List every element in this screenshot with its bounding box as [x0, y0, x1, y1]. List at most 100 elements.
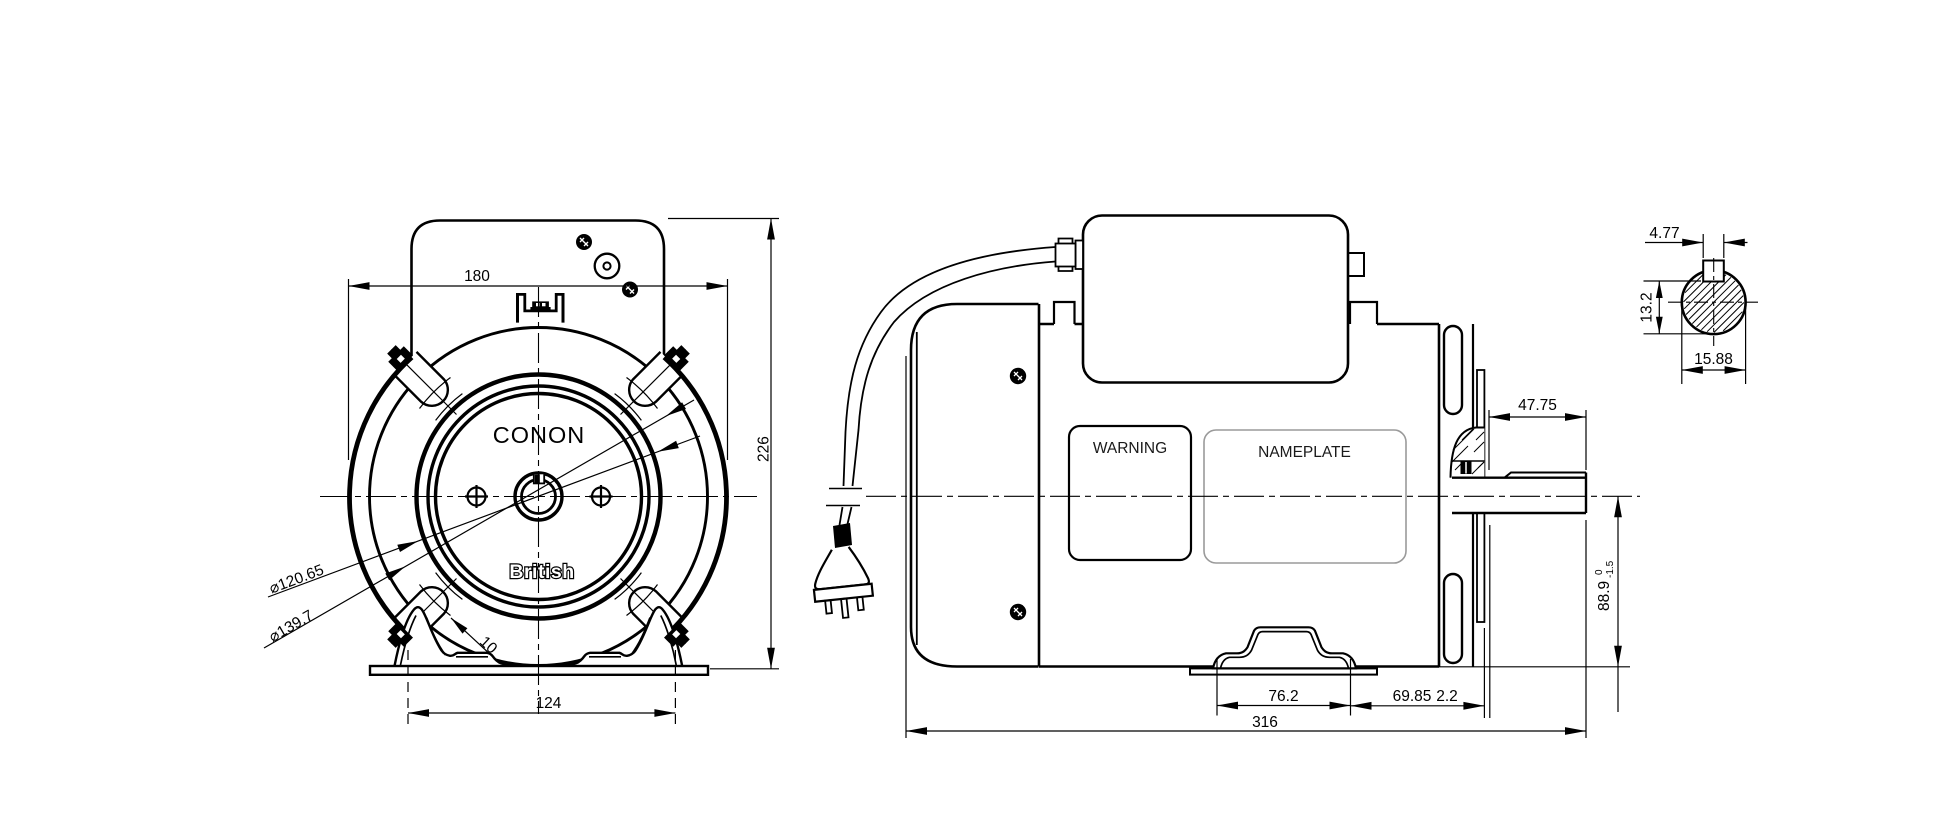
side-foot-hump-sheet — [1219, 630, 1350, 669]
drawing-path — [1439, 496, 1630, 712]
dim-226: 226 — [756, 436, 773, 462]
side-vent-slot-bottom — [1442, 572, 1464, 665]
centerlines — [320, 258, 1758, 714]
drawing-path — [905, 356, 1587, 738]
drawing-line — [1706, 295, 1744, 333]
side-shaft-fill — [1452, 478, 1586, 513]
front-lug-bolt — [387, 345, 413, 371]
front-box-screw — [576, 234, 592, 250]
drawing-group — [1614, 496, 1622, 667]
drawing-rect — [840, 597, 850, 619]
drawing-path — [1645, 234, 1748, 258]
side-plug — [812, 546, 875, 619]
drawing-rect — [387, 634, 401, 648]
side-box-pedestal-right — [1348, 300, 1379, 324]
drawing-path — [614, 572, 642, 600]
side-box-tab — [1347, 252, 1365, 277]
drawing-group — [1489, 413, 1586, 421]
front-lug-bolt — [387, 622, 413, 648]
drawing-rect — [536, 303, 540, 307]
side-cable-break — [826, 487, 862, 507]
drawing-rect — [396, 630, 405, 639]
dim-15-88: 15.88 — [1694, 351, 1733, 368]
drawing-group — [1217, 701, 1351, 710]
dim-arrow — [1682, 238, 1704, 247]
side-gland-inner — [1074, 239, 1084, 270]
drawing-line — [1713, 302, 1745, 333]
dim-arrow — [1724, 366, 1746, 374]
dimensions — [263, 217, 1748, 738]
drawing-path — [626, 377, 658, 409]
dim-arrow — [348, 282, 370, 290]
drawing-line — [1722, 311, 1743, 332]
dim-arrow — [1350, 701, 1372, 710]
drawing-path — [579, 237, 589, 247]
drawing-path — [435, 572, 463, 600]
drawing-path — [419, 584, 451, 616]
dim-arrow — [767, 647, 775, 669]
drawing-path — [347, 279, 729, 460]
dim-arrow — [1565, 413, 1586, 421]
dim-124: 124 — [536, 695, 562, 712]
dim-76-2: 76.2 — [1268, 688, 1298, 705]
dim-arrow — [1565, 727, 1586, 735]
drawing-rect — [672, 354, 681, 363]
drawing-rect — [532, 301, 549, 308]
drawing-path — [1013, 607, 1023, 617]
drawing-rect — [676, 345, 690, 359]
side-endcap-bolt — [1009, 367, 1027, 385]
dim-47-75: 47.75 — [1518, 397, 1557, 414]
drawing-group — [1681, 366, 1746, 374]
side-box-pedestal-left — [1052, 300, 1076, 324]
drawing-line — [1473, 441, 1485, 453]
dim-arrow — [1489, 413, 1510, 421]
dim-arrow — [706, 282, 728, 290]
drawing-path — [1013, 371, 1023, 381]
drawing-line — [1477, 461, 1485, 469]
drawing-line — [1475, 431, 1485, 441]
drawing-path — [626, 584, 658, 616]
dim-arrow — [1614, 496, 1622, 518]
dim-69-85: 69.85 — [1393, 688, 1432, 705]
drawing-path — [625, 285, 635, 294]
dim-2-2: 2.2 — [1436, 688, 1458, 705]
drawing-line — [1452, 428, 1475, 451]
side-cable-inner — [851, 260, 1056, 487]
front-box-screw — [622, 281, 638, 298]
dim-arrow — [1681, 366, 1703, 374]
drawing-rect — [824, 599, 833, 615]
side-shaft-key — [1503, 471, 1586, 479]
drawing-path — [614, 393, 642, 421]
drawing-group — [385, 402, 686, 581]
front-gland-circle — [593, 252, 621, 280]
drawing-group — [1350, 701, 1485, 710]
drawing-rect — [676, 634, 690, 648]
side-terminal-box — [1081, 214, 1350, 384]
side-bearing-hatch — [1451, 428, 1485, 475]
front-gland-dot — [602, 261, 612, 271]
dim-arrow — [657, 440, 679, 452]
nameplate-text: NAMEPLATE — [1258, 444, 1351, 461]
drawing-path — [1350, 525, 1491, 718]
side-bearing-dome — [1450, 427, 1485, 478]
drawing-rect — [542, 303, 546, 307]
dim-arrow — [1655, 281, 1663, 298]
drawing-path — [419, 377, 451, 409]
drawing-group — [1655, 281, 1663, 334]
dim-arrow — [1217, 701, 1238, 710]
side-cable-outer — [842, 246, 1056, 487]
drawing-text: -1.5 — [1605, 560, 1616, 578]
drawing-path — [435, 393, 463, 421]
dim-arrow — [1329, 701, 1351, 710]
dim-arrow — [1614, 645, 1622, 667]
side-plug-ferrule — [833, 523, 852, 548]
dim-arrow — [654, 709, 676, 717]
side-endcap — [909, 302, 1039, 668]
drawing-group — [906, 727, 1586, 735]
drawing-rect — [396, 354, 405, 363]
front-lug-bolt — [664, 345, 690, 371]
drawing-rect — [387, 345, 401, 359]
drawing-line — [263, 399, 695, 649]
